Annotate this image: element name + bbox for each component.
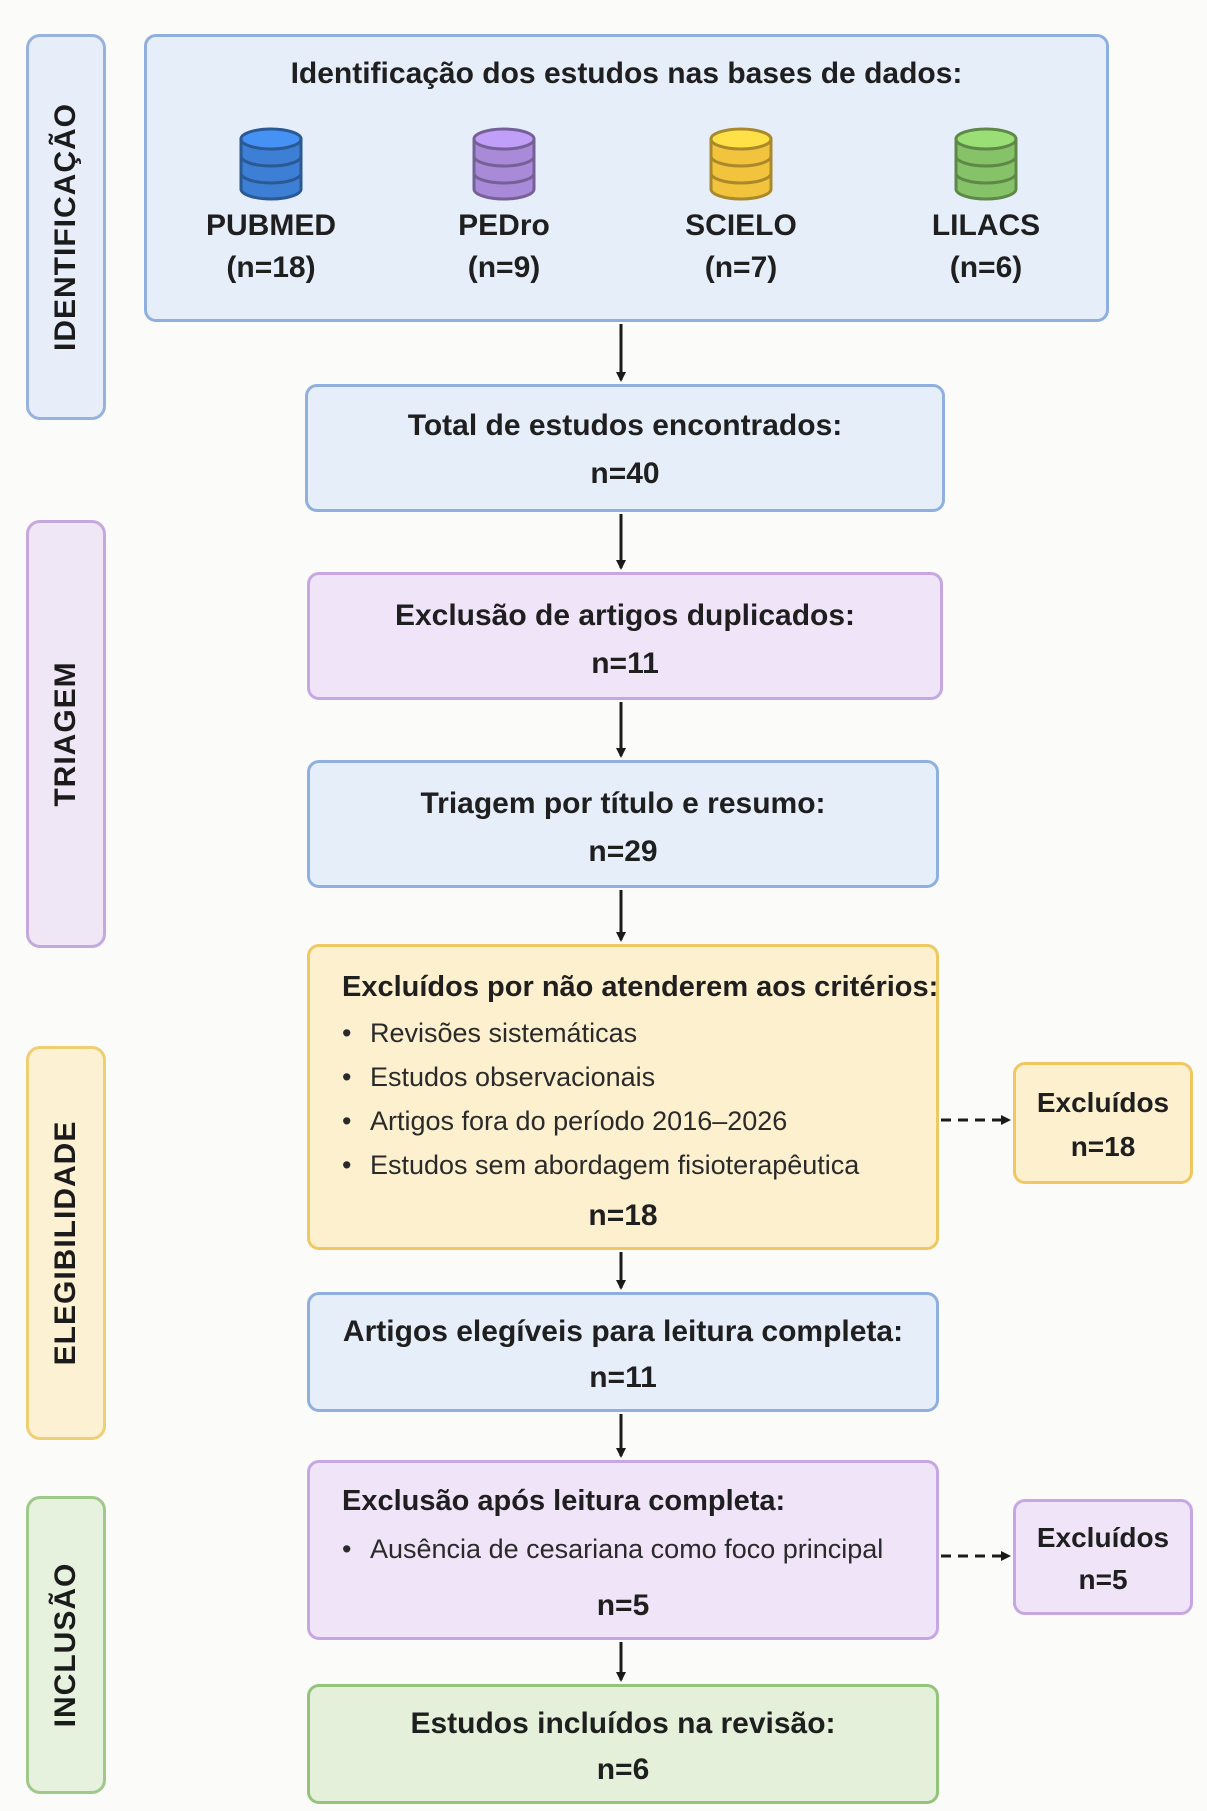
included-box: Estudos incluídos na revisão: n=6 xyxy=(307,1684,939,1804)
criteria-count: n=18 xyxy=(588,1199,658,1232)
duplicates-title: Exclusão de artigos duplicados: xyxy=(394,599,856,632)
total-count: n=40 xyxy=(590,457,660,490)
database-icon xyxy=(472,127,536,201)
fulltext-item: Ausência de cesariana como foco principa… xyxy=(342,1527,883,1571)
phase-elegibilidade: ELEGIBILIDADE xyxy=(26,1046,106,1440)
fulltext-box: Exclusão após leitura completa: Ausência… xyxy=(307,1460,939,1640)
database-scielo: SCIELO (n=7) xyxy=(631,127,851,285)
database-name: PUBMED xyxy=(205,209,336,242)
excluded-count: n=5 xyxy=(1078,1564,1128,1595)
database-icon xyxy=(954,127,1018,201)
phase-inclusao: INCLUSÃO xyxy=(26,1496,106,1794)
duplicates-box: Exclusão de artigos duplicados: n=11 xyxy=(307,572,943,700)
database-name: PEDro xyxy=(458,209,550,242)
eligible-count: n=11 xyxy=(589,1361,657,1394)
excluded-title: Excluídos xyxy=(1036,1522,1170,1553)
excluded-count: n=18 xyxy=(1070,1131,1136,1162)
database-count: (n=6) xyxy=(949,251,1023,284)
database-pubmed: PUBMED (n=18) xyxy=(161,127,381,285)
fulltext-count: n=5 xyxy=(596,1589,650,1622)
database-count: (n=18) xyxy=(226,251,316,284)
identification-title: Identificação dos estudos nas bases de d… xyxy=(290,57,963,90)
included-title: Estudos incluídos na revisão: xyxy=(410,1707,836,1740)
fulltext-title: Exclusão após leitura completa: xyxy=(342,1485,786,1517)
identification-box: Identificação dos estudos nas bases de d… xyxy=(144,34,1109,322)
database-icon xyxy=(709,127,773,201)
total-title: Total de estudos encontrados: xyxy=(407,409,843,442)
eligible-box: Artigos elegíveis para leitura completa:… xyxy=(307,1292,939,1412)
database-pedro: PEDro (n=9) xyxy=(394,127,614,285)
criteria-item: Estudos sem abordagem fisioterapêutica xyxy=(342,1143,859,1187)
criteria-item: Artigos fora do período 2016–2026 xyxy=(342,1099,859,1143)
criteria-item: Revisões sistemáticas xyxy=(342,1011,859,1055)
eligible-title: Artigos elegíveis para leitura completa: xyxy=(342,1315,904,1348)
excluded-title: Excluídos xyxy=(1036,1087,1170,1118)
criteria-item: Estudos observacionais xyxy=(342,1055,859,1099)
screening-title: Triagem por título e resumo: xyxy=(420,787,826,820)
criteria-list: Revisões sistemáticas Estudos observacio… xyxy=(342,1011,859,1187)
database-count: (n=7) xyxy=(704,251,778,284)
database-icon xyxy=(239,127,303,201)
database-lilacs: LILACS (n=6) xyxy=(876,127,1096,285)
database-name: LILACS xyxy=(931,209,1041,242)
included-count: n=6 xyxy=(596,1753,650,1786)
criteria-box: Excluídos por não atenderem aos critério… xyxy=(307,944,939,1250)
database-name: SCIELO xyxy=(685,209,797,242)
phase-triagem: TRIAGEM xyxy=(26,520,106,948)
duplicates-count: n=11 xyxy=(591,647,659,680)
total-box: Total de estudos encontrados: n=40 xyxy=(305,384,945,512)
phase-identificacao: IDENTIFICAÇÃO xyxy=(26,34,106,420)
excluded-box: Excluídos n=18 xyxy=(1013,1062,1193,1184)
fulltext-list: Ausência de cesariana como foco principa… xyxy=(342,1527,883,1571)
criteria-title: Excluídos por não atenderem aos critério… xyxy=(342,971,939,1003)
database-count: (n=9) xyxy=(467,251,541,284)
screening-box: Triagem por título e resumo: n=29 xyxy=(307,760,939,888)
excluded-box: Excluídos n=5 xyxy=(1013,1499,1193,1615)
screening-count: n=29 xyxy=(588,835,658,868)
